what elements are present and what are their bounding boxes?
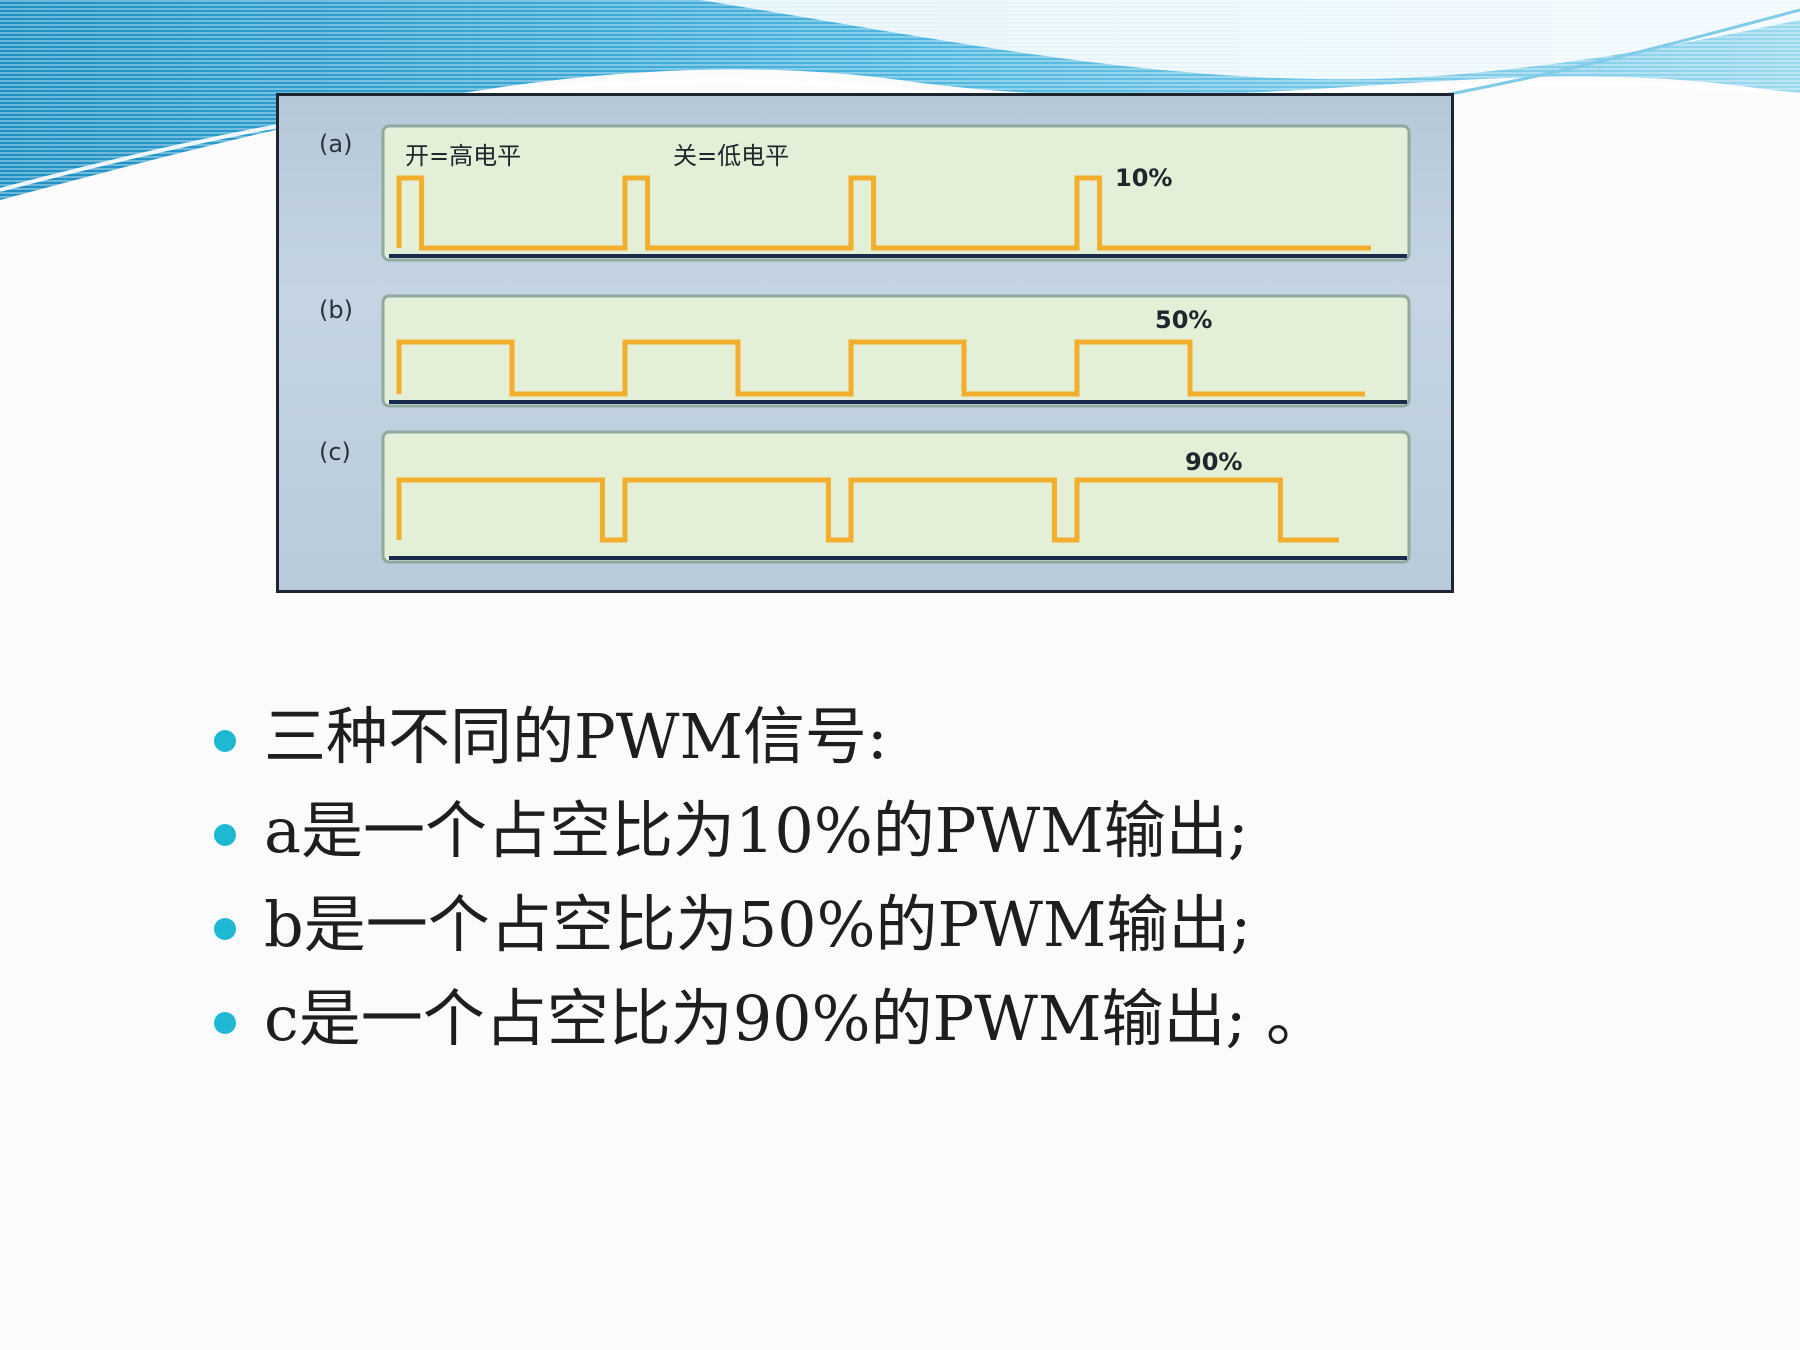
bullet-item: a是一个占空比为10%的PWM输出; [210,784,1328,878]
panel-b-frame [381,294,1411,408]
bullet-text: b是一个占空比为50%的PWM输出; [264,888,1252,961]
low-level-annotation: 关=低电平 [673,142,789,170]
panel-a-percent: 10% [1115,164,1172,192]
panel-b: (b) 50% [319,294,1411,408]
bullet-text: c是一个占空比为90%的PWM输出; 。 [264,982,1329,1055]
panel-b-signal-line [396,339,1365,397]
pwm-waveforms: (a) 开=高电平 关=低电平 10% (b) 50% (c) 90% [319,124,1411,564]
bullet-text: a是一个占空比为10%的PWM输出; [264,794,1249,867]
panel-b-label: (b) [319,296,353,324]
panel-c-label: (c) [319,438,351,466]
bullet-item: b是一个占空比为50%的PWM输出; [210,878,1328,972]
bullet-dot-icon [214,1012,236,1034]
bullet-item: 三种不同的PWM信号: [210,690,1328,784]
panel-c-percent: 90% [1185,448,1242,476]
pwm-figure: (a) 开=高电平 关=低电平 10% (b) 50% (c) 90% [276,93,1454,593]
panel-c-frame [381,430,1411,564]
bullet-dot-icon [214,730,236,752]
bullet-dot-icon [214,824,236,846]
panel-a-label: (a) [319,130,352,158]
high-level-annotation: 开=高电平 [405,142,521,170]
bullet-dot-icon [214,918,236,940]
bullet-list: 三种不同的PWM信号: a是一个占空比为10%的PWM输出; b是一个占空比为5… [210,690,1328,1066]
panel-c: (c) 90% [319,430,1411,564]
panel-a-signal-line [396,175,1371,251]
panel-a-frame [381,124,1411,262]
panel-b-percent: 50% [1155,306,1212,334]
header-wave-decoration [0,0,1800,200]
panel-c-signal-line [396,477,1339,543]
panel-a: (a) 开=高电平 关=低电平 10% [319,124,1411,262]
bullet-text: 三种不同的PWM信号: [264,700,888,773]
bullet-item: c是一个占空比为90%的PWM输出; 。 [210,972,1328,1066]
